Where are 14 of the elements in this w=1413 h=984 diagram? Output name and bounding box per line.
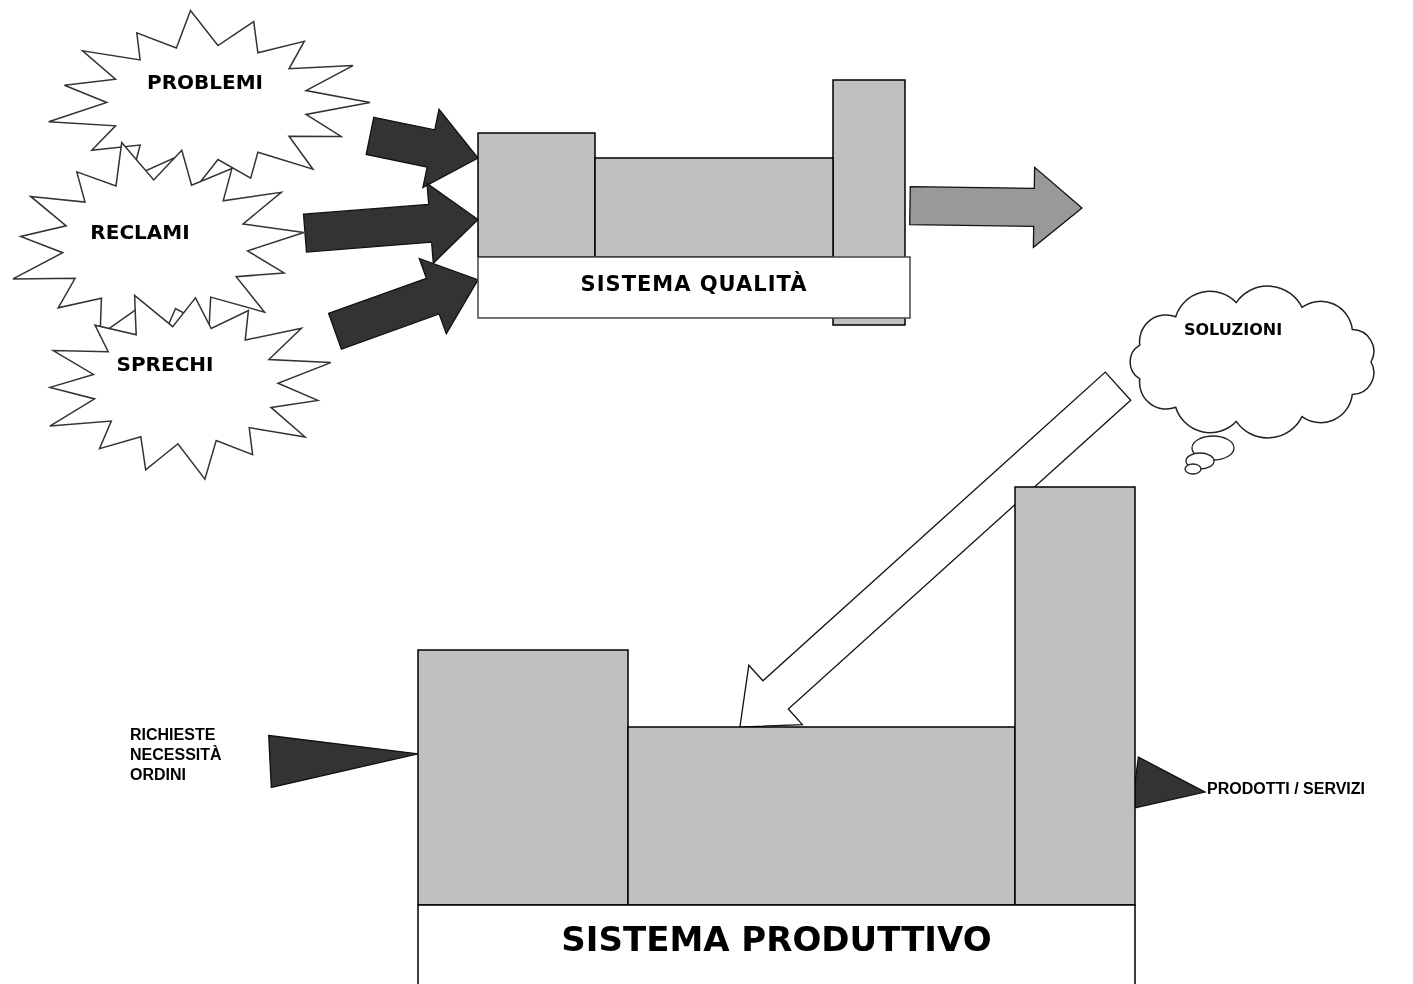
block-arrow [302,182,479,265]
node-label: RECLAMI [89,220,191,244]
block-arrow [327,257,479,350]
block-arrow [739,371,1132,728]
node-label: SISTEMA PRODUTTIVO [560,919,993,959]
block-arrow [909,165,1083,249]
wedge-arrow [268,734,419,789]
node-label: PRODOTTI / SERVIZI [1206,779,1365,799]
node-label: SPRECHI [115,352,215,376]
node-label: SISTEMA QUALITÀ [579,272,809,296]
node-label: PROBLEMI [145,70,265,94]
node-label: SOLUZIONI [1182,320,1284,339]
node-label: RICHIESTE NECESSITÀ ORDINI [130,725,223,785]
block-arrow [365,107,479,189]
